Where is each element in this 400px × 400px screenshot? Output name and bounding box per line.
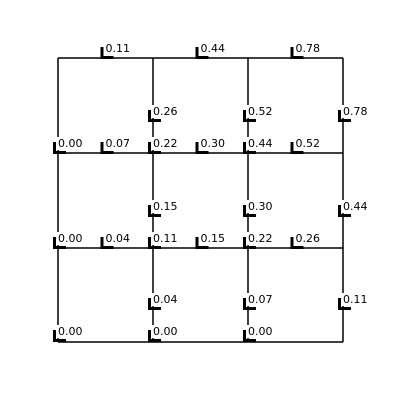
node-value-label: 0.15 bbox=[152, 200, 179, 213]
node-marker bbox=[148, 110, 161, 122]
node-value-label: 0.00 bbox=[152, 325, 179, 338]
node-marker bbox=[53, 142, 66, 154]
node-value-label: 0.78 bbox=[294, 42, 321, 55]
node-marker bbox=[53, 330, 66, 342]
node-marker bbox=[338, 110, 351, 122]
node-value-label: 0.44 bbox=[342, 200, 369, 213]
node-marker bbox=[338, 298, 351, 310]
node-marker bbox=[100, 47, 114, 59]
node-value-label: 0.52 bbox=[294, 137, 321, 150]
node-marker bbox=[195, 237, 209, 249]
node-marker bbox=[148, 237, 161, 249]
node-value-label: 0.00 bbox=[57, 232, 84, 245]
node-marker bbox=[148, 205, 161, 217]
node-value-label: 0.26 bbox=[294, 232, 321, 245]
node-marker bbox=[290, 237, 304, 249]
node-marker bbox=[243, 205, 256, 217]
node-value-label: 0.30 bbox=[247, 200, 274, 213]
node-value-label: 0.04 bbox=[152, 293, 179, 306]
node-marker bbox=[195, 142, 209, 154]
node-marker bbox=[290, 47, 304, 59]
node-value-label: 0.22 bbox=[152, 137, 179, 150]
node-marker bbox=[243, 110, 256, 122]
node-value-label: 0.04 bbox=[104, 232, 131, 245]
node-value-label: 0.30 bbox=[199, 137, 226, 150]
node-value-label: 0.11 bbox=[104, 42, 131, 55]
node-marker bbox=[100, 237, 114, 249]
node-value-label: 0.52 bbox=[247, 105, 274, 118]
node-marker bbox=[195, 47, 209, 59]
node-value-label: 0.26 bbox=[152, 105, 179, 118]
node-marker bbox=[243, 237, 256, 249]
node-value-label: 0.78 bbox=[342, 105, 369, 118]
node-marker bbox=[148, 330, 161, 342]
node-value-label: 0.07 bbox=[247, 293, 274, 306]
node-value-label: 0.44 bbox=[199, 42, 226, 55]
node-value-label: 0.11 bbox=[152, 232, 179, 245]
node-value-label: 0.22 bbox=[247, 232, 274, 245]
node-value-label: 0.44 bbox=[247, 137, 274, 150]
node-marker bbox=[100, 142, 114, 154]
node-value-label: 0.15 bbox=[199, 232, 226, 245]
node-marker bbox=[338, 205, 351, 217]
node-value-label: 0.11 bbox=[342, 293, 369, 306]
node-marker bbox=[243, 298, 256, 310]
node-marker bbox=[53, 237, 66, 249]
node-marker bbox=[148, 142, 161, 154]
node-marker bbox=[243, 330, 256, 342]
node-value-label: 0.00 bbox=[57, 325, 84, 338]
node-value-label: 0.00 bbox=[57, 137, 84, 150]
node-value-label: 0.07 bbox=[104, 137, 131, 150]
node-marker bbox=[243, 142, 256, 154]
node-marker bbox=[290, 142, 304, 154]
node-marker bbox=[148, 298, 161, 310]
node-value-label: 0.00 bbox=[247, 325, 274, 338]
